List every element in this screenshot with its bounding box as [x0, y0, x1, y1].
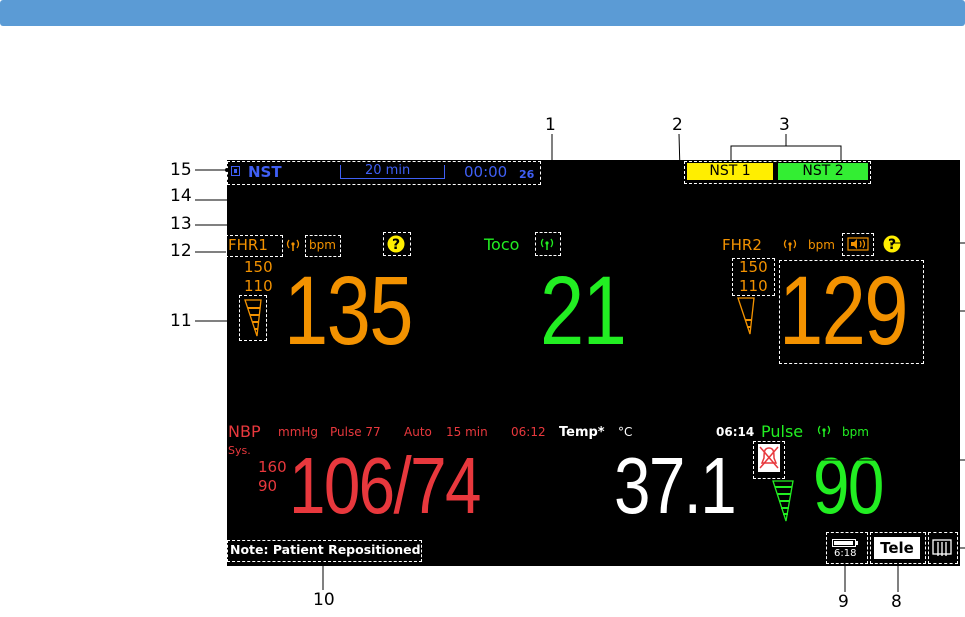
- callout-leaders: [0, 0, 965, 617]
